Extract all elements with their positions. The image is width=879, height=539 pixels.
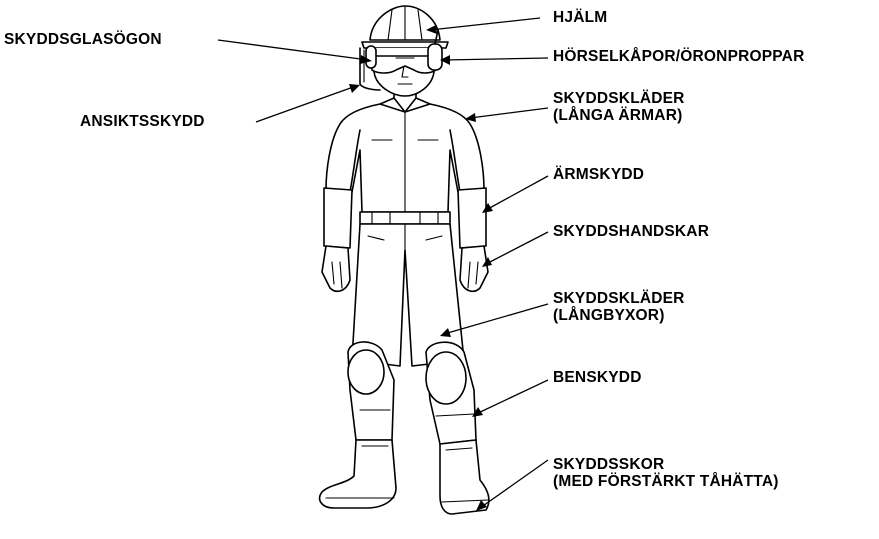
boots-drawing <box>320 440 489 514</box>
worker-figure <box>320 6 489 514</box>
label-boots-line2: (MED FÖRSTÄRKT TÅHÄTTA) <box>553 473 779 490</box>
jacket-drawing <box>336 104 474 212</box>
belt-drawing <box>360 212 450 224</box>
label-trousers-line2: (LÅNGBYXOR) <box>553 307 685 324</box>
label-face-shield: ANSIKTSSKYDD <box>80 113 205 130</box>
label-trousers-line1: SKYDDSKLÄDER <box>553 290 685 307</box>
label-trousers: SKYDDSKLÄDER (LÅNGBYXOR) <box>553 290 685 324</box>
label-gloves: SKYDDSHANDSKAR <box>553 223 709 240</box>
leader-goggles <box>218 40 368 60</box>
leader-gloves <box>486 232 548 264</box>
label-boots-line1: SKYDDSSKOR <box>553 456 779 473</box>
label-helmet: HJÄLM <box>553 9 607 26</box>
leader-boots <box>480 460 548 508</box>
leader-arm-guard <box>486 176 548 210</box>
label-leg-guard: BENSKYDD <box>553 369 642 386</box>
leader-jacket <box>470 108 548 118</box>
arrow-face-shield <box>349 84 360 93</box>
label-boots: SKYDDSSKOR (MED FÖRSTÄRKT TÅHÄTTA) <box>553 456 779 490</box>
leader-helmet <box>430 18 540 30</box>
label-jacket-line2: (LÅNGA ÄRMAR) <box>553 107 685 124</box>
leader-face-shield <box>256 86 356 122</box>
label-goggles: SKYDDSGLASÖGON <box>4 31 162 48</box>
label-earmuffs: HÖRSELKÅPOR/ÖRONPROPPAR <box>553 48 804 65</box>
label-arm-guard: ÄRMSKYDD <box>553 166 644 183</box>
label-jacket-line1: SKYDDSKLÄDER <box>553 90 685 107</box>
leader-leg-guard <box>476 380 548 414</box>
leader-earmuffs <box>444 58 548 60</box>
label-jacket: SKYDDSKLÄDER (LÅNGA ÄRMAR) <box>553 90 685 124</box>
